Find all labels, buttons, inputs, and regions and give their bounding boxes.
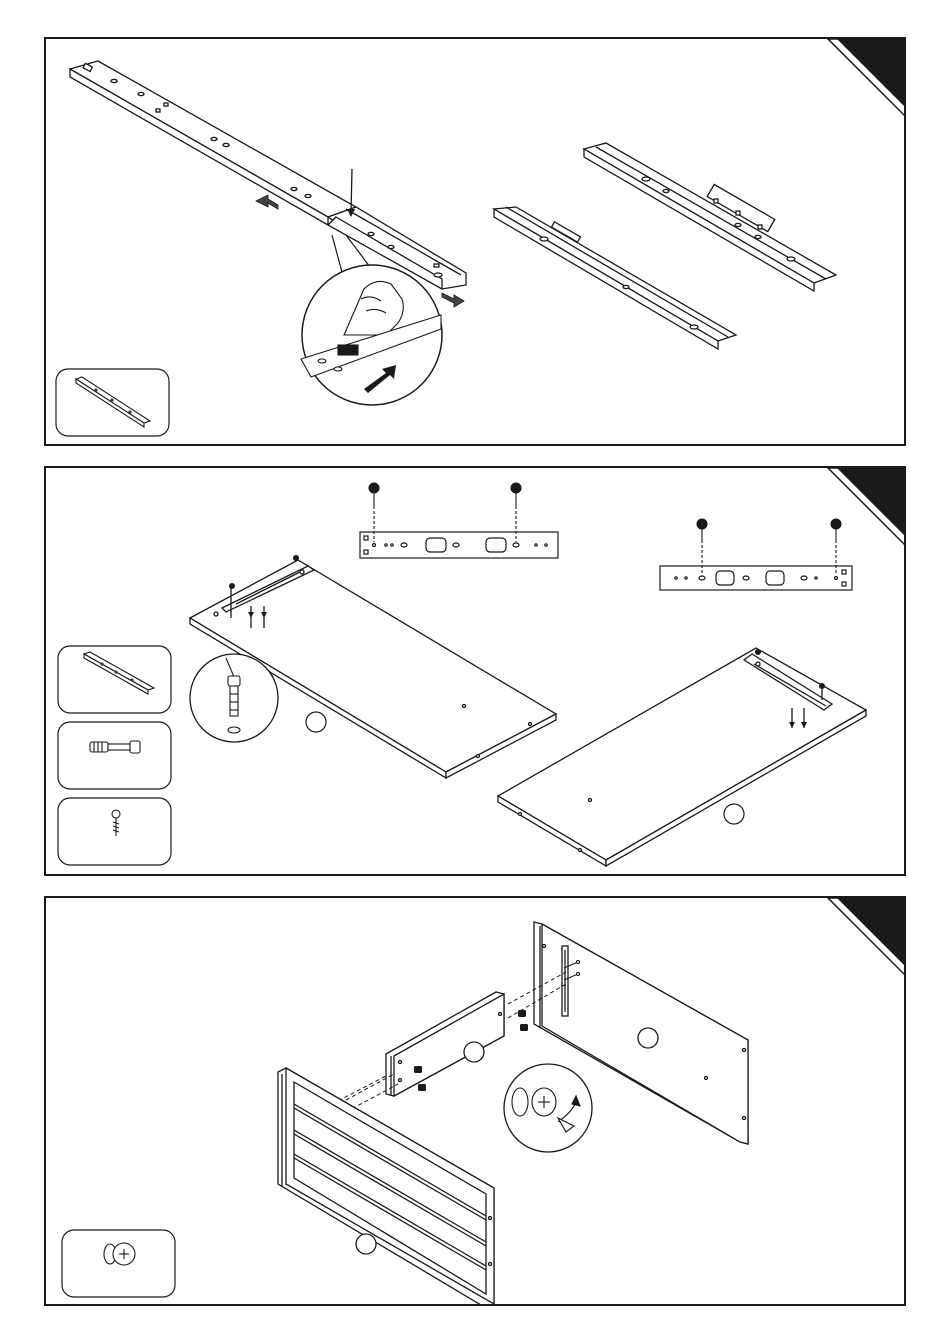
right-side-board bbox=[498, 648, 866, 866]
step-2-illustration bbox=[46, 468, 906, 876]
pull-right-arrow bbox=[442, 293, 464, 307]
step-1-illustration bbox=[46, 39, 906, 446]
extended-drawer-slide bbox=[70, 61, 466, 289]
cam-lock-nut-icon bbox=[104, 1243, 135, 1265]
rail-screw-position-left bbox=[360, 532, 558, 558]
rail-screw-position-right bbox=[660, 566, 852, 590]
pull-left-arrow bbox=[256, 195, 278, 209]
step-2-part-box-screw bbox=[58, 798, 171, 865]
separated-inner-rail bbox=[494, 207, 736, 349]
step-2-part-box-rail bbox=[58, 646, 171, 713]
drawer-front-panel bbox=[278, 1068, 494, 1306]
step-2-part-box-dowel bbox=[58, 722, 171, 789]
step-3-panel bbox=[44, 896, 906, 1306]
step-1-panel bbox=[44, 37, 906, 446]
step-2-panel bbox=[44, 466, 906, 876]
part-marker-left bbox=[306, 712, 326, 732]
step-3-illustration bbox=[46, 898, 906, 1306]
part-marker-right bbox=[724, 804, 744, 824]
back-panel bbox=[386, 992, 504, 1096]
